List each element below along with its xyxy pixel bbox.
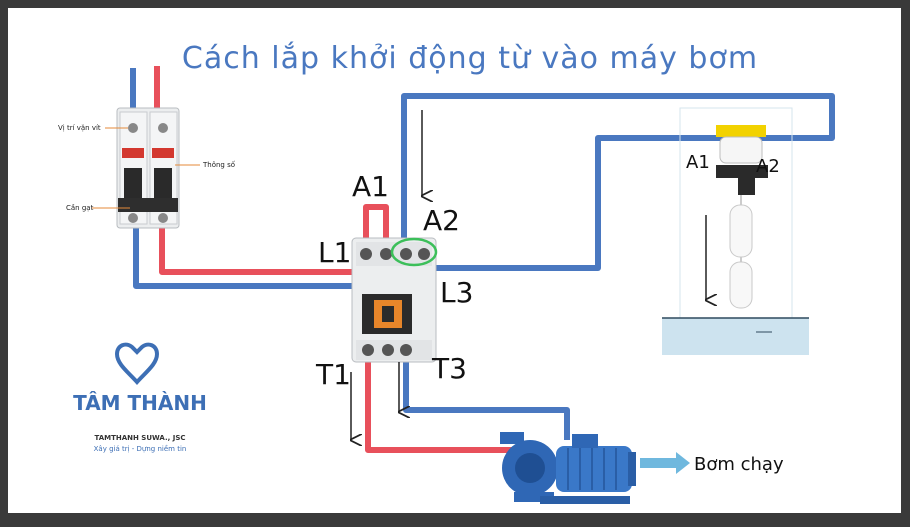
label-a1: A1: [352, 170, 389, 203]
label-screw-position: Vị trí vặn vít: [58, 124, 101, 132]
water-tank: [662, 107, 809, 355]
label-l3: L3: [440, 276, 473, 309]
label-l1: L1: [318, 236, 351, 269]
brand-logo-mark: [114, 342, 160, 385]
company-slogan: Xây giá trị - Dựng niềm tin: [94, 445, 187, 453]
diagram-title: Cách lắp khởi động từ vào máy bơm: [182, 41, 758, 76]
label-a2: A2: [423, 204, 460, 237]
brand-name: TÂM THÀNH: [73, 391, 207, 415]
company-name: TAMTHANH SUWA., JSC: [94, 434, 185, 442]
label-t3: T3: [431, 352, 467, 385]
label-lever: Cần gạt: [66, 204, 94, 212]
float-label-a2: A2: [756, 156, 780, 177]
flow-arrows: [351, 110, 706, 440]
breaker-callouts: [92, 127, 200, 209]
water-pump: [500, 432, 636, 504]
circuit-breaker: [116, 107, 180, 229]
output-arrow: [640, 452, 690, 474]
float-label-a1: A1: [686, 152, 710, 173]
a2-terminal-highlight: [390, 237, 438, 267]
contactor: [351, 237, 437, 363]
label-t1: T1: [315, 358, 351, 391]
label-spec: Thông số: [202, 161, 236, 169]
float-switch: [716, 125, 768, 309]
pump-running-label: Bơm chạy: [694, 454, 784, 475]
